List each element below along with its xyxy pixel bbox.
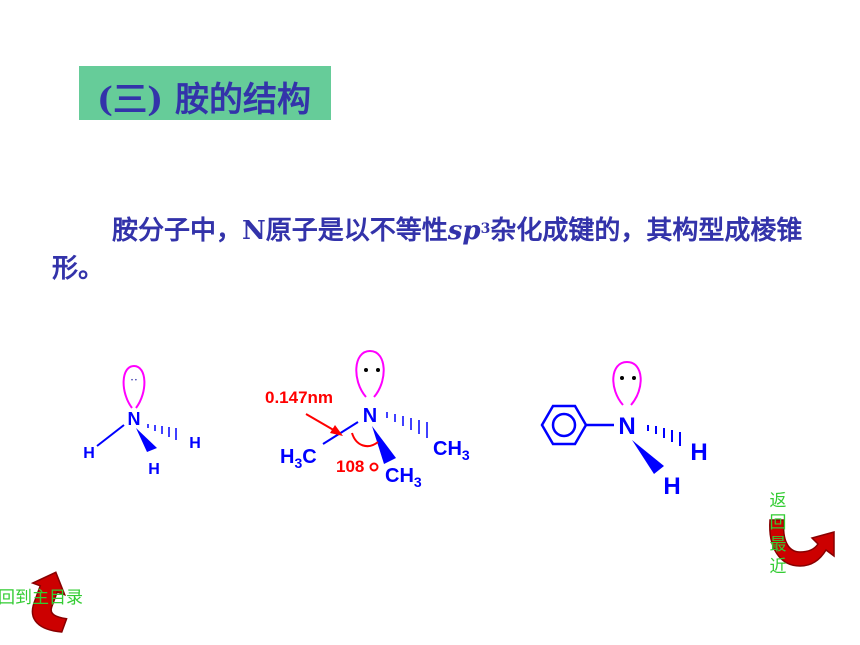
ammonia-h-left: H: [83, 445, 95, 462]
paragraph-superscript: 3: [480, 221, 491, 237]
paragraph-part2: 杂化成键的，其构型成棱锥形。: [52, 216, 803, 284]
bond-angle-label: 108: [336, 457, 364, 476]
ammonia-bond-hashed: [147, 424, 177, 440]
aniline-lone-pair-orbital: [612, 360, 642, 406]
bond-length-label: 0.147nm: [265, 388, 333, 407]
main-menu-arrow-icon[interactable]: [20, 566, 81, 634]
h3c-h: H: [280, 446, 294, 468]
trimethylamine-structure: N H3C CH3 CH3 0.147nm 108: [265, 349, 470, 490]
ammonia-h-right: H: [189, 435, 201, 452]
trimethylamine-h3c: H3C: [280, 446, 317, 471]
bond-length-arrowhead: [330, 425, 343, 436]
ammonia-bond-wedge: [136, 428, 157, 452]
aniline-h-right: H: [690, 439, 707, 466]
page-title: (三) 胺的结构: [97, 80, 312, 120]
aniline-bond-hashed: [647, 425, 681, 446]
ammonia-n: N: [128, 409, 141, 429]
trimethylamine-bond-wedge: [372, 426, 396, 464]
title-box: (三) 胺的结构: [79, 66, 331, 120]
benzene-ring: [540, 404, 588, 446]
aniline-bond-wedge: [632, 440, 664, 474]
paragraph-sp: sp: [447, 216, 481, 246]
bond-length-arrow: [305, 413, 338, 433]
main-menu-link[interactable]: 回到主目录: [0, 588, 83, 608]
description-paragraph: 胺分子中，N原子是以不等性sp3杂化成键的，其构型成棱锥形。: [52, 212, 822, 288]
h3c-3: 3: [294, 455, 302, 471]
return-link[interactable]: 返回最近: [769, 491, 787, 577]
trimethylamine-ch3-right: CH3: [433, 438, 470, 463]
return-arrow-icon[interactable]: [769, 519, 835, 567]
trimethylamine-n: N: [363, 405, 377, 427]
trimethylamine-lone-pair-orbital: [355, 349, 385, 398]
benzene-ring-aromatic: [551, 412, 577, 438]
ammonia-lone-pair-orbital: [122, 364, 146, 409]
aniline-structure: N H H: [540, 360, 708, 500]
ammonia-structure: ·· N H H H: [83, 364, 201, 478]
ammonia-lone-pair: ··: [130, 373, 138, 387]
paragraph-part1: 胺分子中，N原子是以不等性: [112, 216, 448, 246]
h3c-c: C: [302, 446, 316, 468]
aniline-n: N: [618, 413, 635, 440]
aniline-h-bottom: H: [663, 473, 680, 500]
bond-angle-arc: [351, 432, 379, 448]
trimethylamine-ch3-bottom: CH3: [385, 465, 422, 490]
bond-angle-degree: [369, 462, 379, 472]
ammonia-h-bottom: H: [148, 461, 160, 478]
ammonia-bond-left: [96, 424, 125, 447]
trimethylamine-bond-hashed: [386, 412, 428, 438]
